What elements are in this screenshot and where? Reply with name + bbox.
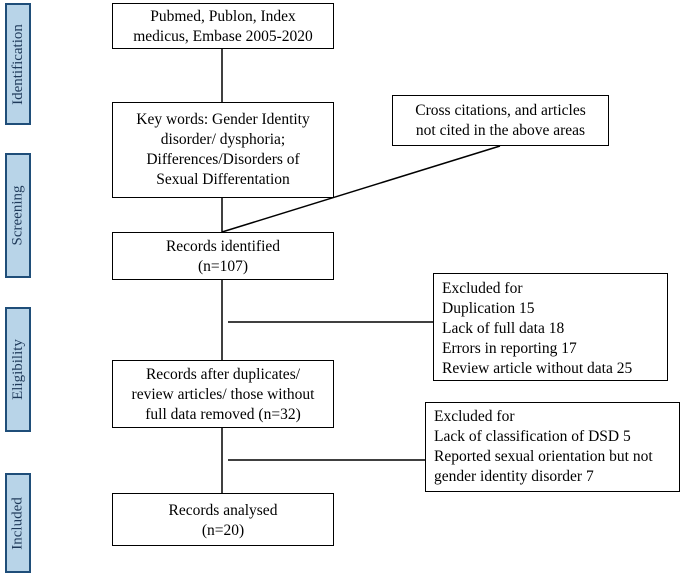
stage-screening: Screening <box>5 153 31 278</box>
records-after-box: Records after duplicates/ review article… <box>112 360 334 428</box>
records-analysed-box: Records analysed (n=20) <box>112 493 334 546</box>
excluded-1-line: Excluded for <box>442 280 523 297</box>
stage-eligibility-label: Eligibility <box>9 339 26 400</box>
excluded-1-line: Lack of full data 18 <box>442 320 565 337</box>
stage-included: Included <box>5 473 31 573</box>
databases-line: medicus, Embase 2005-2020 <box>133 28 313 45</box>
records-analysed-line: Records analysed <box>168 502 278 519</box>
cross-citations-box: Cross citations, and articles not cited … <box>392 95 609 146</box>
keywords-line: Sexual Differentation <box>156 171 290 188</box>
excluded-1-line: Duplication 15 <box>442 300 535 317</box>
records-analysed-line: (n=20) <box>201 522 245 539</box>
keywords-line: Key words: Gender Identity <box>136 111 310 128</box>
excluded-1-line: Errors in reporting 17 <box>442 340 577 357</box>
stage-included-label: Included <box>9 496 26 550</box>
excluded-2-line: Reported sexual orientation but not <box>434 448 653 465</box>
excluded-2-line: Excluded for <box>434 408 515 425</box>
records-after-line: Records after duplicates/ <box>145 366 301 383</box>
excluded-duplicates-box: Excluded for Duplication 15 Lack of full… <box>433 273 668 381</box>
stage-screening-label: Screening <box>9 185 26 246</box>
records-identified-line: (n=107) <box>197 258 249 275</box>
records-identified-box: Records identified (n=107) <box>112 232 334 280</box>
keywords-line: Differences/Disorders of <box>146 151 300 168</box>
excluded-classification-box: Excluded for Lack of classification of D… <box>425 402 680 492</box>
databases-box: Pubmed, Publon, Index medicus, Embase 20… <box>112 3 334 49</box>
connector-cross-citations <box>221 145 501 233</box>
records-identified-line: Records identified <box>165 238 281 255</box>
excluded-2-line: Lack of classification of DSD 5 <box>434 428 631 445</box>
databases-line: Pubmed, Publon, Index <box>150 8 296 25</box>
keywords-line: disorder/ dysphoria; <box>160 131 286 148</box>
cross-citations-line: not cited in the above areas <box>415 122 586 139</box>
excluded-2-line: gender identity disorder 7 <box>434 468 594 485</box>
excluded-1-line: Review article without data 25 <box>442 360 633 377</box>
stage-identification: Identification <box>5 3 31 125</box>
keywords-box: Key words: Gender Identity disorder/ dys… <box>112 102 334 198</box>
records-after-line: full data removed (n=32) <box>145 406 301 423</box>
stage-eligibility: Eligibility <box>5 307 31 432</box>
cross-citations-line: Cross citations, and articles <box>415 102 586 119</box>
stage-identification-label: Identification <box>9 23 26 105</box>
records-after-line: review articles/ those without <box>131 386 315 403</box>
